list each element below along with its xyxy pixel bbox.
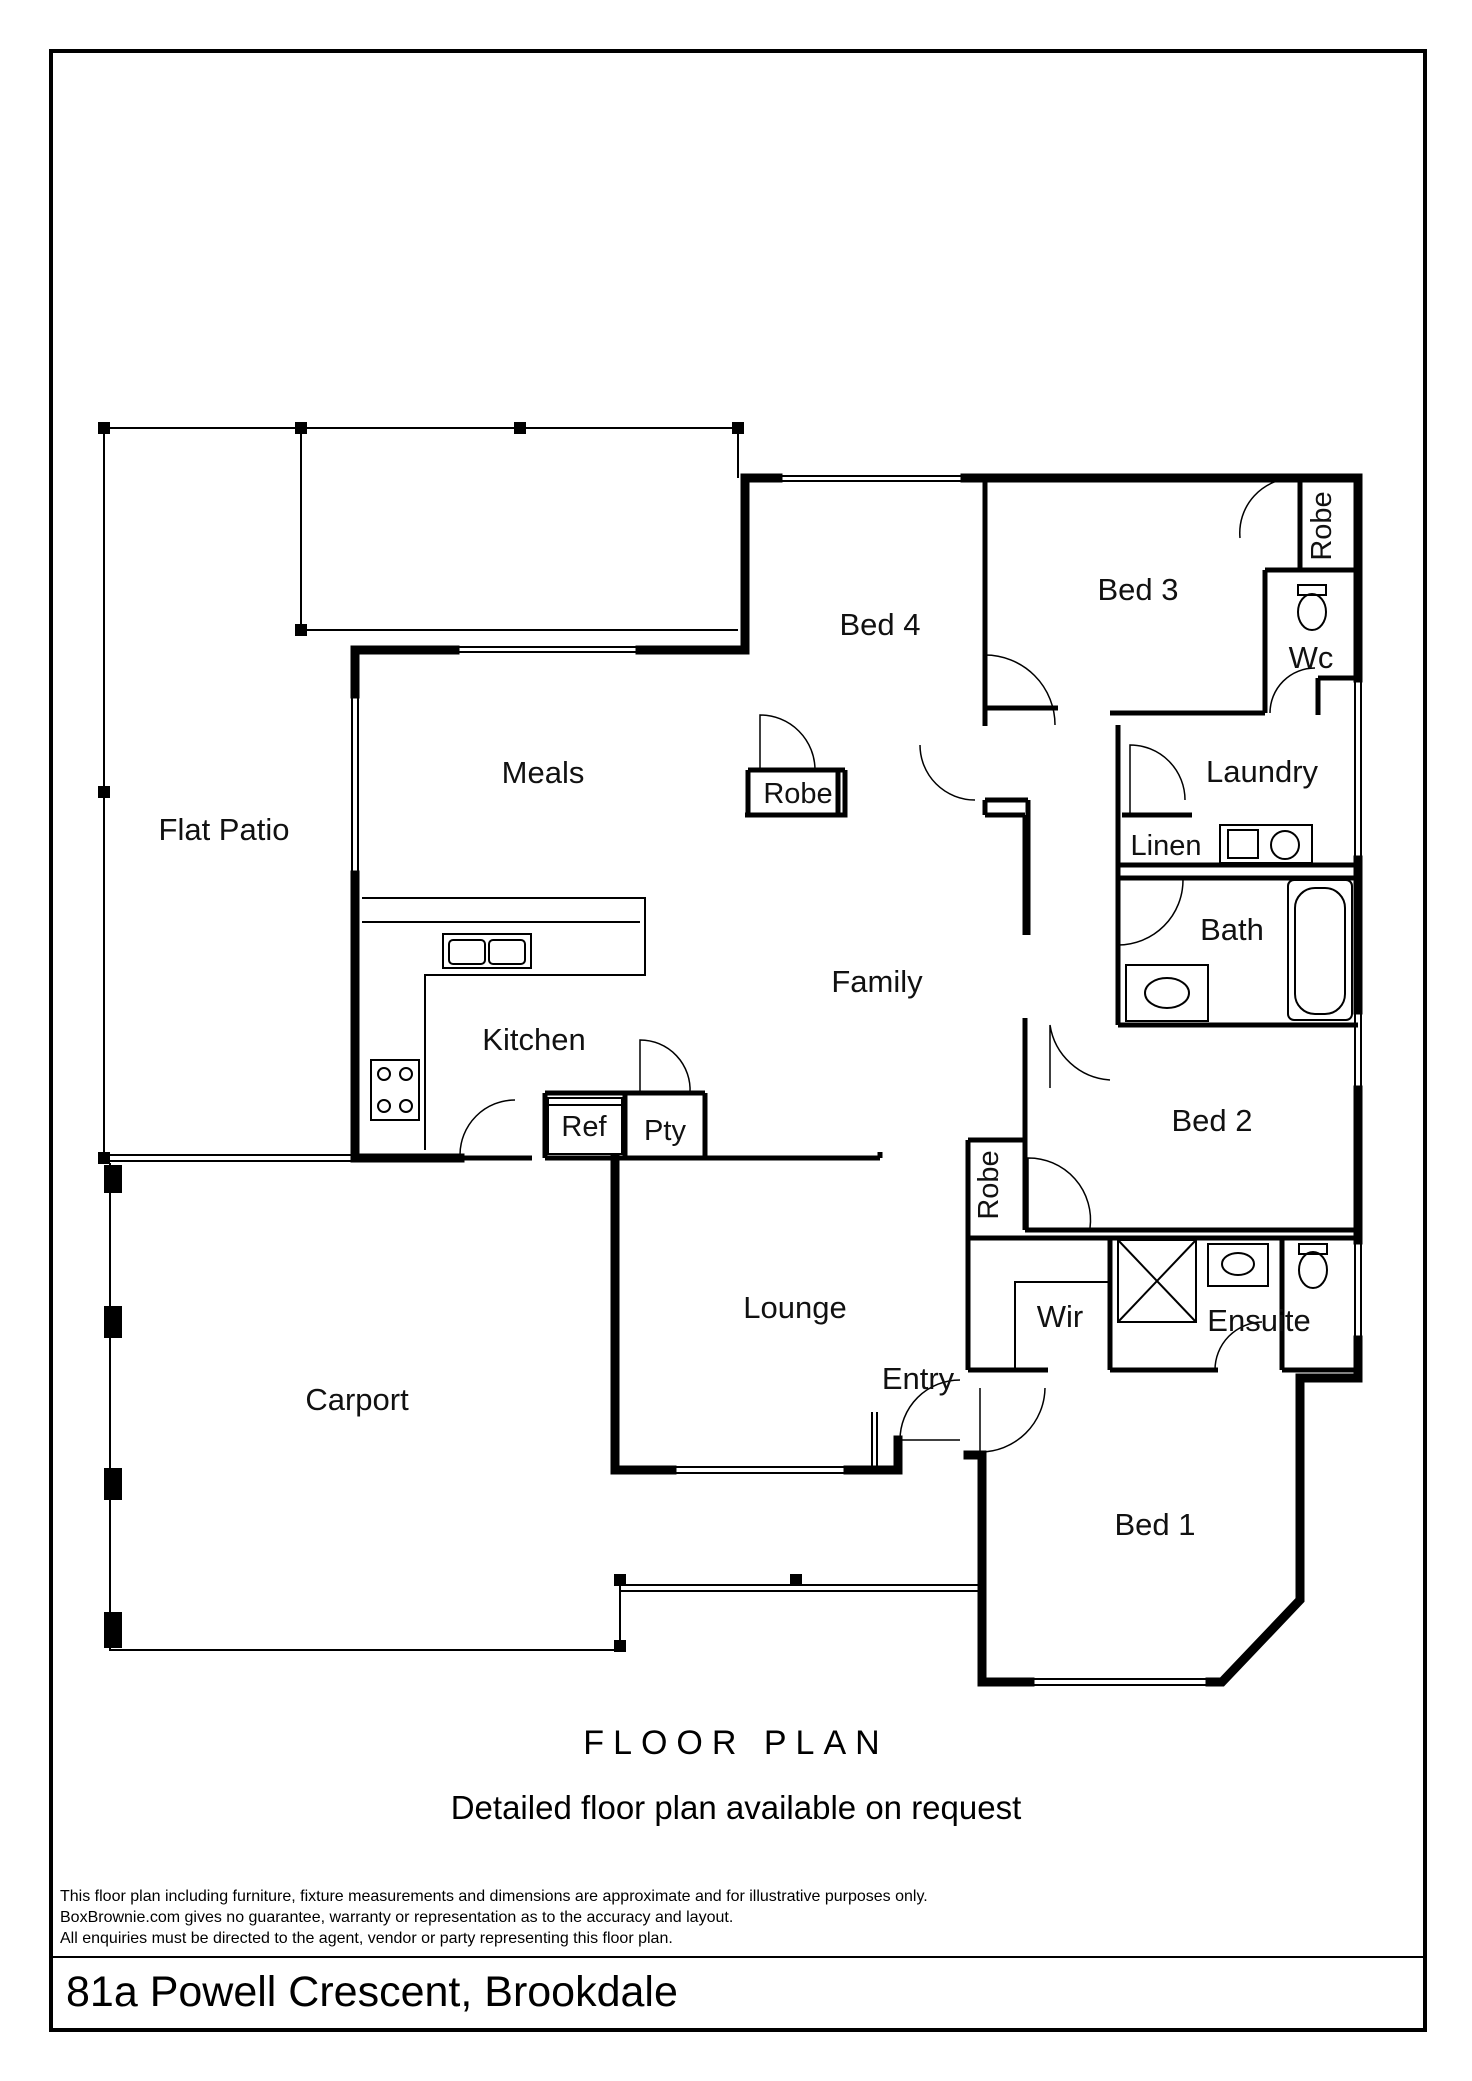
disclaimer-line: This floor plan including furniture, fix…	[60, 1888, 928, 1905]
laundry-label: Laundry	[1206, 754, 1319, 789]
robe-bed2-label: Robe	[973, 1150, 1005, 1219]
kitchen-label: Kitchen	[482, 1022, 585, 1057]
entry-label: Entry	[882, 1361, 955, 1396]
page-border	[49, 49, 1427, 2032]
door-swings	[459, 477, 1316, 1453]
ensuite-label: Ensuite	[1207, 1303, 1310, 1338]
footer-divider	[53, 1956, 1423, 1958]
lounge-label: Lounge	[743, 1290, 846, 1325]
bed3-label: Bed 3	[1097, 572, 1178, 607]
robe-bed3-label: Robe	[1306, 491, 1338, 560]
linen-label: Linen	[1131, 830, 1202, 862]
kitchen-fixtures	[362, 897, 646, 1155]
disclaimer-line: All enquiries must be directed to the ag…	[60, 1930, 673, 1947]
wc-label: Wc	[1289, 640, 1334, 675]
flat-patio-label: Flat Patio	[159, 812, 290, 847]
bed4-label: Bed 4	[839, 607, 920, 642]
property-address: 81a Powell Crescent, Brookdale	[66, 1968, 678, 2016]
floor-plan-title: FLOOR PLAN	[583, 1724, 889, 1762]
bathroom-fixtures	[1014, 584, 1353, 1370]
bath-label: Bath	[1200, 912, 1264, 947]
post-markers	[98, 422, 802, 1652]
bed2-label: Bed 2	[1171, 1103, 1252, 1138]
bed1-label: Bed 1	[1114, 1507, 1195, 1542]
robe-bed4-label: Robe	[763, 778, 832, 810]
exterior-walls	[350, 473, 1363, 1687]
disclaimer-line: BoxBrownie.com gives no guarantee, warra…	[60, 1909, 734, 1926]
windows	[351, 475, 1362, 1686]
pty-label: Pty	[644, 1115, 686, 1147]
floor-plan-subtitle: Detailed floor plan available on request	[450, 1789, 1022, 1826]
ref-label: Ref	[561, 1111, 607, 1143]
meals-label: Meals	[502, 755, 585, 790]
carport-label: Carport	[305, 1382, 409, 1417]
interior-walls	[460, 478, 1358, 1373]
wir-label: Wir	[1037, 1299, 1083, 1334]
family-label: Family	[831, 964, 923, 999]
disclaimer: This floor plan including furniture, fix…	[60, 1886, 928, 1949]
